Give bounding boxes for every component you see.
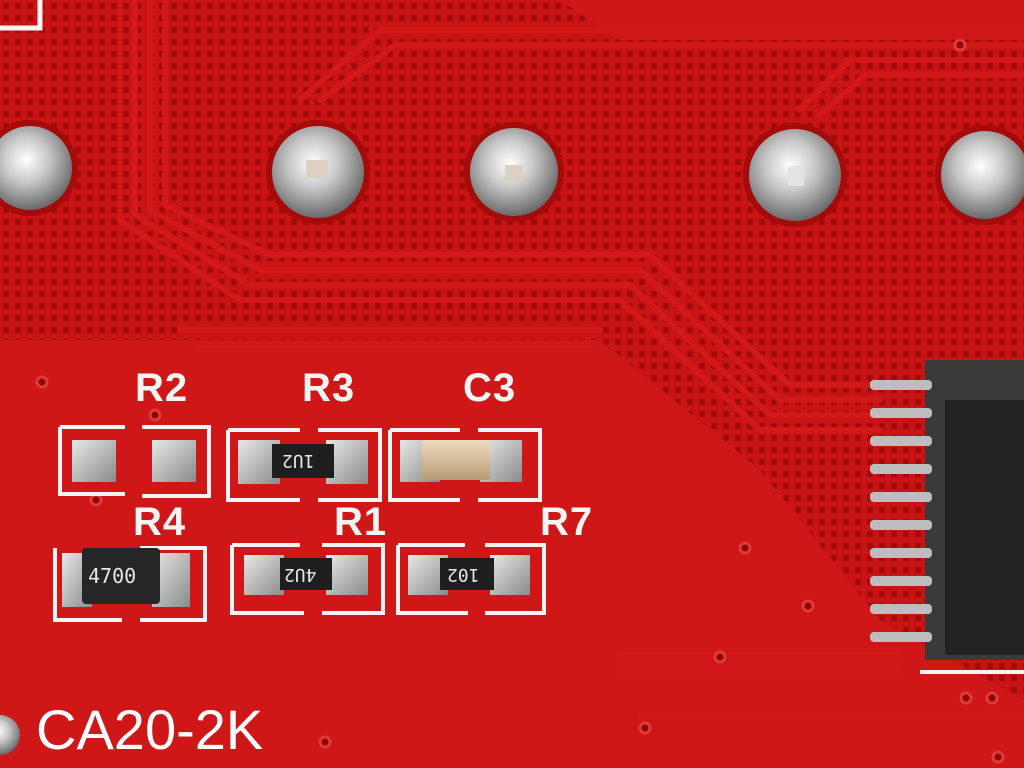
r1-resistor: [244, 555, 368, 595]
r7-marking: 102: [447, 564, 480, 585]
r2-pads: [72, 440, 196, 482]
traces: [117, 0, 1024, 718]
r7-resistor: [408, 555, 530, 595]
label-r2: R2: [135, 366, 189, 410]
r1-marking: 4U2: [284, 564, 317, 585]
ic-pins: [870, 380, 932, 642]
r4-resistor: [62, 548, 190, 607]
r4-marking: 4700: [88, 564, 137, 588]
silkscreen-outlines: [53, 425, 1024, 674]
edge-solder: [0, 715, 20, 755]
ic-chip: [870, 360, 1024, 660]
r3-marking: 1U2: [282, 450, 315, 471]
label-r4: R4: [133, 500, 187, 544]
label-r1: R1: [334, 500, 388, 544]
label-r7: R7: [540, 500, 594, 544]
silkscreen-corner: [0, 0, 43, 31]
vias: [35, 38, 1005, 764]
through-hole-joints: [0, 120, 1024, 227]
label-c3: C3: [463, 366, 517, 410]
label-r3: R3: [302, 366, 356, 410]
photo-caption: CA20-2K: [36, 698, 264, 761]
r3-resistor: [238, 440, 368, 484]
c3-capacitor: [400, 440, 522, 482]
